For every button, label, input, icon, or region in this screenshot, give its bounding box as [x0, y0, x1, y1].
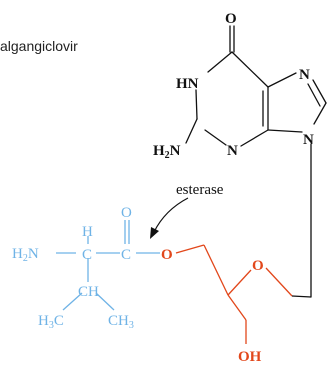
bond-ch2-ch [203, 244, 229, 296]
bond-c2-nh2 [185, 118, 198, 144]
atom-val-h: H [82, 224, 93, 240]
bond-ch-oether [227, 269, 252, 296]
bond-n1-c2 [195, 89, 198, 120]
bond-ch-ch3right [95, 292, 115, 311]
bond-n7-c8-2 [307, 83, 321, 107]
bond-oester-ch2 [175, 244, 205, 254]
bond-c8-n9 [313, 102, 327, 125]
atom-hn: HN [176, 76, 199, 92]
bond-n9-c4 [267, 129, 303, 133]
atom-ch: CH [78, 284, 99, 300]
bond-c2-n3 [204, 129, 227, 146]
atom-ch3: CH3 [108, 313, 134, 331]
atom-n9: N [303, 132, 314, 148]
atom-oh: OH [238, 349, 262, 365]
bond-n7-c8 [312, 79, 327, 104]
drug-name-label: algangiclovir [0, 38, 78, 54]
valine-bonds [56, 220, 160, 311]
esterase-label: esterase [176, 182, 224, 198]
bond-ch-ch3left [62, 292, 83, 311]
bond-c5-n7 [267, 72, 297, 88]
linker-bonds [175, 244, 312, 344]
bond-oether-ch2 [265, 267, 293, 297]
bond-c5-c6 [231, 51, 269, 88]
esterase-arrowhead [150, 227, 159, 239]
atom-ester-o: O [161, 247, 173, 263]
atom-h3c: H3C [38, 313, 64, 331]
esterase-arrow [153, 197, 189, 233]
bond-n3-c4 [240, 129, 269, 147]
atom-val-o-double: O [121, 205, 132, 221]
guanine-bonds [185, 25, 327, 298]
bond-ch-ch2oh [227, 294, 247, 321]
atom-n7: N [299, 67, 310, 83]
atom-n3: N [227, 143, 238, 159]
bond-c6-n1 [207, 51, 233, 73]
atom-o-carbonyl: O [225, 11, 237, 27]
atom-ether-o: O [252, 258, 264, 274]
atom-val-c-carbonyl: C [121, 247, 131, 263]
atom-val-h2n: H2N [12, 246, 39, 264]
atom-val-c-alpha: C [82, 247, 92, 263]
bond-ch2-n9link [291, 295, 312, 298]
atom-h2n-guanine: H2N [153, 143, 181, 161]
